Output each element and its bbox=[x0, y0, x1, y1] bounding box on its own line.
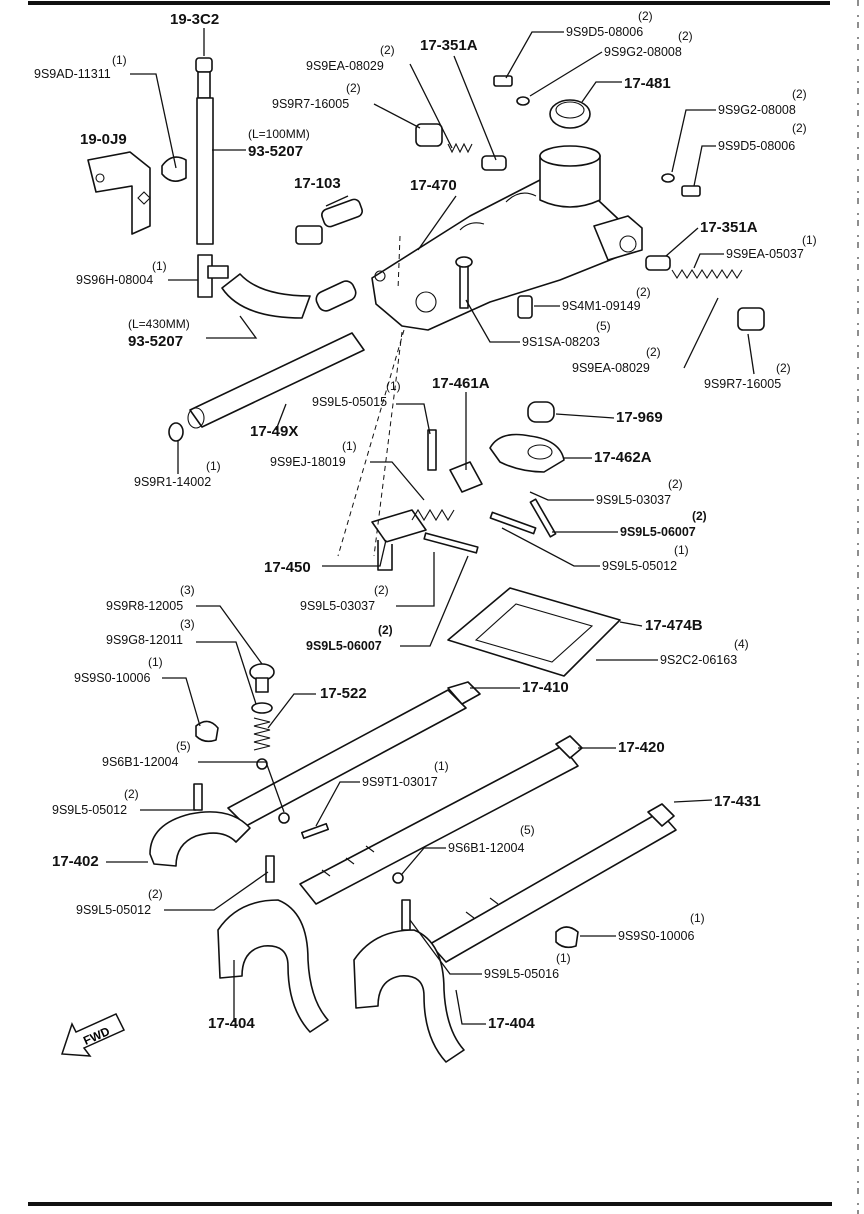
part-qty: (1) bbox=[434, 759, 449, 773]
ref-label: 17-404 bbox=[488, 1015, 535, 1032]
part-code: 9S9L5-05012 bbox=[76, 903, 151, 917]
part-code: 9S9D5-08006 bbox=[566, 25, 643, 39]
part-qty: (2) bbox=[792, 121, 807, 135]
part-code: 9S9EA-05037 bbox=[726, 247, 804, 261]
ref-label: 17-431 bbox=[714, 793, 761, 810]
ref-label: 17-470 bbox=[410, 177, 457, 194]
part-qty: (1) bbox=[152, 259, 167, 273]
part-qty: (1) bbox=[386, 379, 401, 393]
part-qty: (1) bbox=[148, 655, 163, 669]
part-qty: (1) bbox=[206, 459, 221, 473]
part-qty: (2) bbox=[346, 81, 361, 95]
part-qty: (2) bbox=[380, 43, 395, 57]
part-qty: (2) bbox=[124, 787, 139, 801]
part-qty: (2) bbox=[638, 9, 653, 23]
part-qty: (3) bbox=[180, 617, 195, 631]
part-qty: (2) bbox=[776, 361, 791, 375]
part-code: 9S2C2-06163 bbox=[660, 653, 737, 667]
ref-label: 17-474B bbox=[645, 617, 703, 634]
ref-label: 17-402 bbox=[52, 853, 99, 870]
part-qty: (2) bbox=[636, 285, 651, 299]
ref-label: 17-351A bbox=[420, 37, 478, 54]
part-code: 9S9AD-11311 bbox=[34, 67, 111, 81]
part-code: 9S96H-08004 bbox=[76, 273, 153, 287]
ref-label: 17-103 bbox=[294, 175, 341, 192]
ref-label: 17-404 bbox=[208, 1015, 255, 1032]
part-qty: (2) bbox=[646, 345, 661, 359]
part-code: 9S9S0-10006 bbox=[74, 671, 151, 685]
part-code: 9S4M1-09149 bbox=[562, 299, 641, 313]
part-qty: (2) bbox=[668, 477, 683, 491]
ref-label: 19-3C2 bbox=[170, 11, 219, 28]
part-code: 9S9R7-16005 bbox=[272, 97, 349, 111]
part-qty: (2) bbox=[692, 509, 707, 523]
ref-label: 17-49X bbox=[250, 423, 298, 440]
part-code: 9S6B1-12004 bbox=[102, 755, 179, 769]
part-code: 93-5207 bbox=[128, 333, 183, 350]
part-qty: (L=100MM) bbox=[248, 127, 310, 141]
part-qty: (2) bbox=[678, 29, 693, 43]
part-drawings bbox=[87, 57, 765, 1063]
part-code: 9S9L5-06007 bbox=[620, 525, 696, 539]
part-qty: (L=430MM) bbox=[128, 317, 190, 331]
ref-label: 17-351A bbox=[700, 219, 758, 236]
leader-lines bbox=[106, 28, 755, 1025]
part-code: 9S1SA-08203 bbox=[522, 335, 600, 349]
part-qty: (5) bbox=[520, 823, 535, 837]
part-qty: (1) bbox=[556, 951, 571, 965]
part-qty: (2) bbox=[792, 87, 807, 101]
assembly-dashed-lines bbox=[337, 235, 405, 557]
part-code: 9S9S0-10006 bbox=[618, 929, 695, 943]
part-code: 9S9EJ-18019 bbox=[270, 455, 346, 469]
ref-label: 17-410 bbox=[522, 679, 569, 696]
fwd-arrow: FWD bbox=[60, 1013, 126, 1057]
part-callouts: (1) 9S9AD-11311 (L=100MM) 93-5207 (1) 9S… bbox=[34, 9, 817, 981]
part-code: 9S9EA-08029 bbox=[572, 361, 650, 375]
ref-label: 17-462A bbox=[594, 449, 652, 466]
part-qty: (3) bbox=[180, 583, 195, 597]
part-qty: (1) bbox=[674, 543, 689, 557]
reference-labels: 19-3C2 19-0J9 17-351A 17-481 17-103 17-4… bbox=[52, 11, 761, 1032]
ref-label: 17-450 bbox=[264, 559, 311, 576]
part-qty: (2) bbox=[374, 583, 389, 597]
part-code: 9S9L5-03037 bbox=[596, 493, 671, 507]
part-code: 9S6B1-12004 bbox=[448, 841, 525, 855]
part-qty: (1) bbox=[342, 439, 357, 453]
part-code: 93-5207 bbox=[248, 143, 303, 160]
part-code: 9S9L5-03037 bbox=[300, 599, 375, 613]
part-code: 9S9G2-08008 bbox=[604, 45, 682, 59]
part-qty: (1) bbox=[690, 911, 705, 925]
part-code: 9S9D5-08006 bbox=[718, 139, 795, 153]
ref-label: 17-461A bbox=[432, 375, 490, 392]
ref-label: 17-420 bbox=[618, 739, 665, 756]
part-qty: (5) bbox=[176, 739, 191, 753]
ref-label: 19-0J9 bbox=[80, 131, 127, 148]
part-code: 9S9L5-05012 bbox=[52, 803, 127, 817]
part-code: 9S9R8-12005 bbox=[106, 599, 183, 613]
part-code: 9S9L5-05016 bbox=[484, 967, 559, 981]
part-qty: (1) bbox=[802, 233, 817, 247]
part-qty: (4) bbox=[734, 637, 749, 651]
part-code: 9S9R1-14002 bbox=[134, 475, 211, 489]
ref-label: 17-969 bbox=[616, 409, 663, 426]
ref-label: 17-481 bbox=[624, 75, 671, 92]
part-code: 9S9EA-08029 bbox=[306, 59, 384, 73]
part-qty: (2) bbox=[148, 887, 163, 901]
ref-label: 17-522 bbox=[320, 685, 367, 702]
part-code: 9S9L5-06007 bbox=[306, 639, 382, 653]
part-qty: (1) bbox=[112, 53, 127, 67]
part-code: 9S9G8-12011 bbox=[106, 633, 183, 647]
part-code: 9S9L5-05015 bbox=[312, 395, 387, 409]
part-code: 9S9L5-05012 bbox=[602, 559, 677, 573]
part-qty: (2) bbox=[378, 623, 393, 637]
part-code: 9S9T1-03017 bbox=[362, 775, 438, 789]
part-code: 9S9G2-08008 bbox=[718, 103, 796, 117]
part-code: 9S9R7-16005 bbox=[704, 377, 781, 391]
part-qty: (5) bbox=[596, 319, 611, 333]
